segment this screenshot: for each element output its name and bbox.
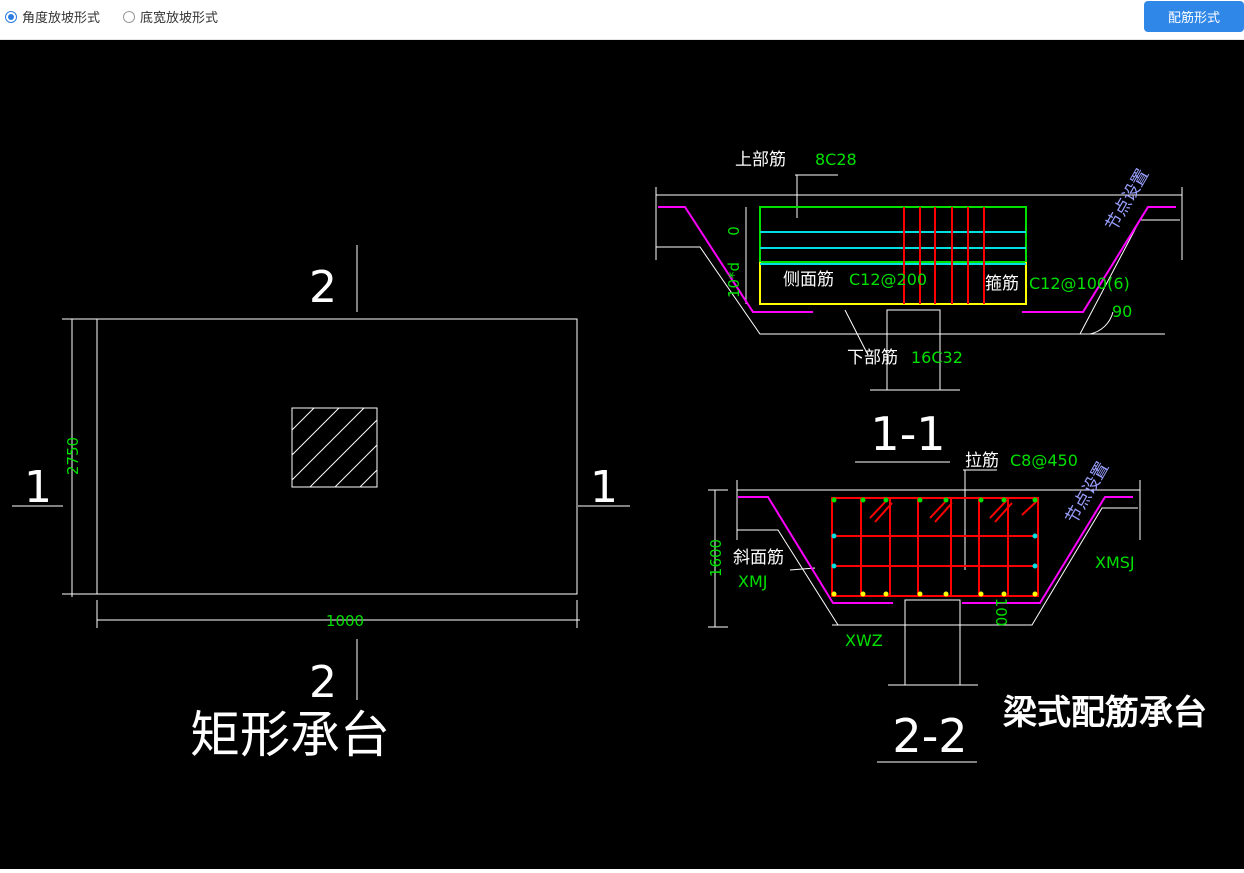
cap-outline	[96, 318, 578, 595]
section-mark-left: 1	[24, 462, 52, 513]
xwz-value: XWZ	[845, 631, 883, 650]
section-1-1	[655, 174, 1183, 463]
angle-value: 90	[1112, 302, 1132, 321]
plan-view	[12, 245, 630, 700]
column-hatch	[291, 407, 378, 488]
side-bar-value: C12@200	[849, 270, 927, 289]
radio-angle-slope[interactable]: 角度放坡形式	[5, 7, 100, 26]
section-2-2	[708, 469, 1141, 763]
section-mark-bottom: 2	[309, 657, 337, 708]
top-bar-value: 8C28	[815, 150, 857, 169]
section-mark-top: 2	[309, 262, 337, 313]
section-2-title: 2-2	[892, 709, 967, 763]
bar-dots	[831, 497, 1038, 597]
dim-1600: 1600	[707, 539, 725, 577]
plan-title: 矩形承台	[190, 706, 390, 764]
radio-bottom-width-slope[interactable]: 底宽放坡形式	[123, 7, 218, 26]
tie-grid	[831, 497, 1039, 597]
bottom-bar-label: 下部筋	[847, 348, 898, 368]
radio-label: 底宽放坡形式	[140, 11, 219, 26]
section-mark-right: 1	[590, 462, 618, 513]
section-1-title: 1-1	[870, 407, 945, 461]
xmsj-value: XMSJ	[1095, 553, 1135, 572]
tie-label: 拉筋	[965, 451, 999, 471]
slope-bar-label: 斜面筋	[733, 548, 784, 568]
dim-100: 100	[992, 598, 1010, 627]
stirrup-label: 箍筋	[985, 274, 1019, 294]
radio-unselected-icon	[123, 10, 135, 23]
cad-canvas: 2 2 1 1 2750 1000 矩形承台	[0, 40, 1244, 869]
side-bar-label: 侧面筋	[783, 270, 834, 290]
drawing-caption: 梁式配筋承台	[1003, 693, 1207, 733]
dim-10d: 10*d	[725, 262, 743, 298]
hatch-lines	[291, 407, 378, 488]
toolbar: 角度放坡形式 底宽放坡形式 配筋形式	[0, 0, 1244, 40]
reinforcement-form-button[interactable]: 配筋形式	[1144, 1, 1244, 32]
dim-zero: 0	[725, 226, 743, 236]
stirrups	[903, 207, 985, 304]
radio-label: 角度放坡形式	[22, 11, 101, 26]
top-bar-label: 上部筋	[735, 150, 786, 170]
node-settings-link-1[interactable]: 节点设置	[1102, 166, 1153, 235]
tie-value: C8@450	[1010, 451, 1078, 470]
cad-drawing: 2 2 1 1 2750 1000 矩形承台	[12, 150, 1207, 764]
dim-width: 1000	[326, 612, 364, 630]
bottom-bar-value: 16C32	[911, 348, 963, 367]
radio-selected-icon	[5, 10, 17, 23]
stirrup-value: C12@100(6)	[1029, 274, 1130, 293]
dim-height: 2750	[64, 437, 82, 475]
slope-bar-value: XMJ	[738, 572, 767, 591]
